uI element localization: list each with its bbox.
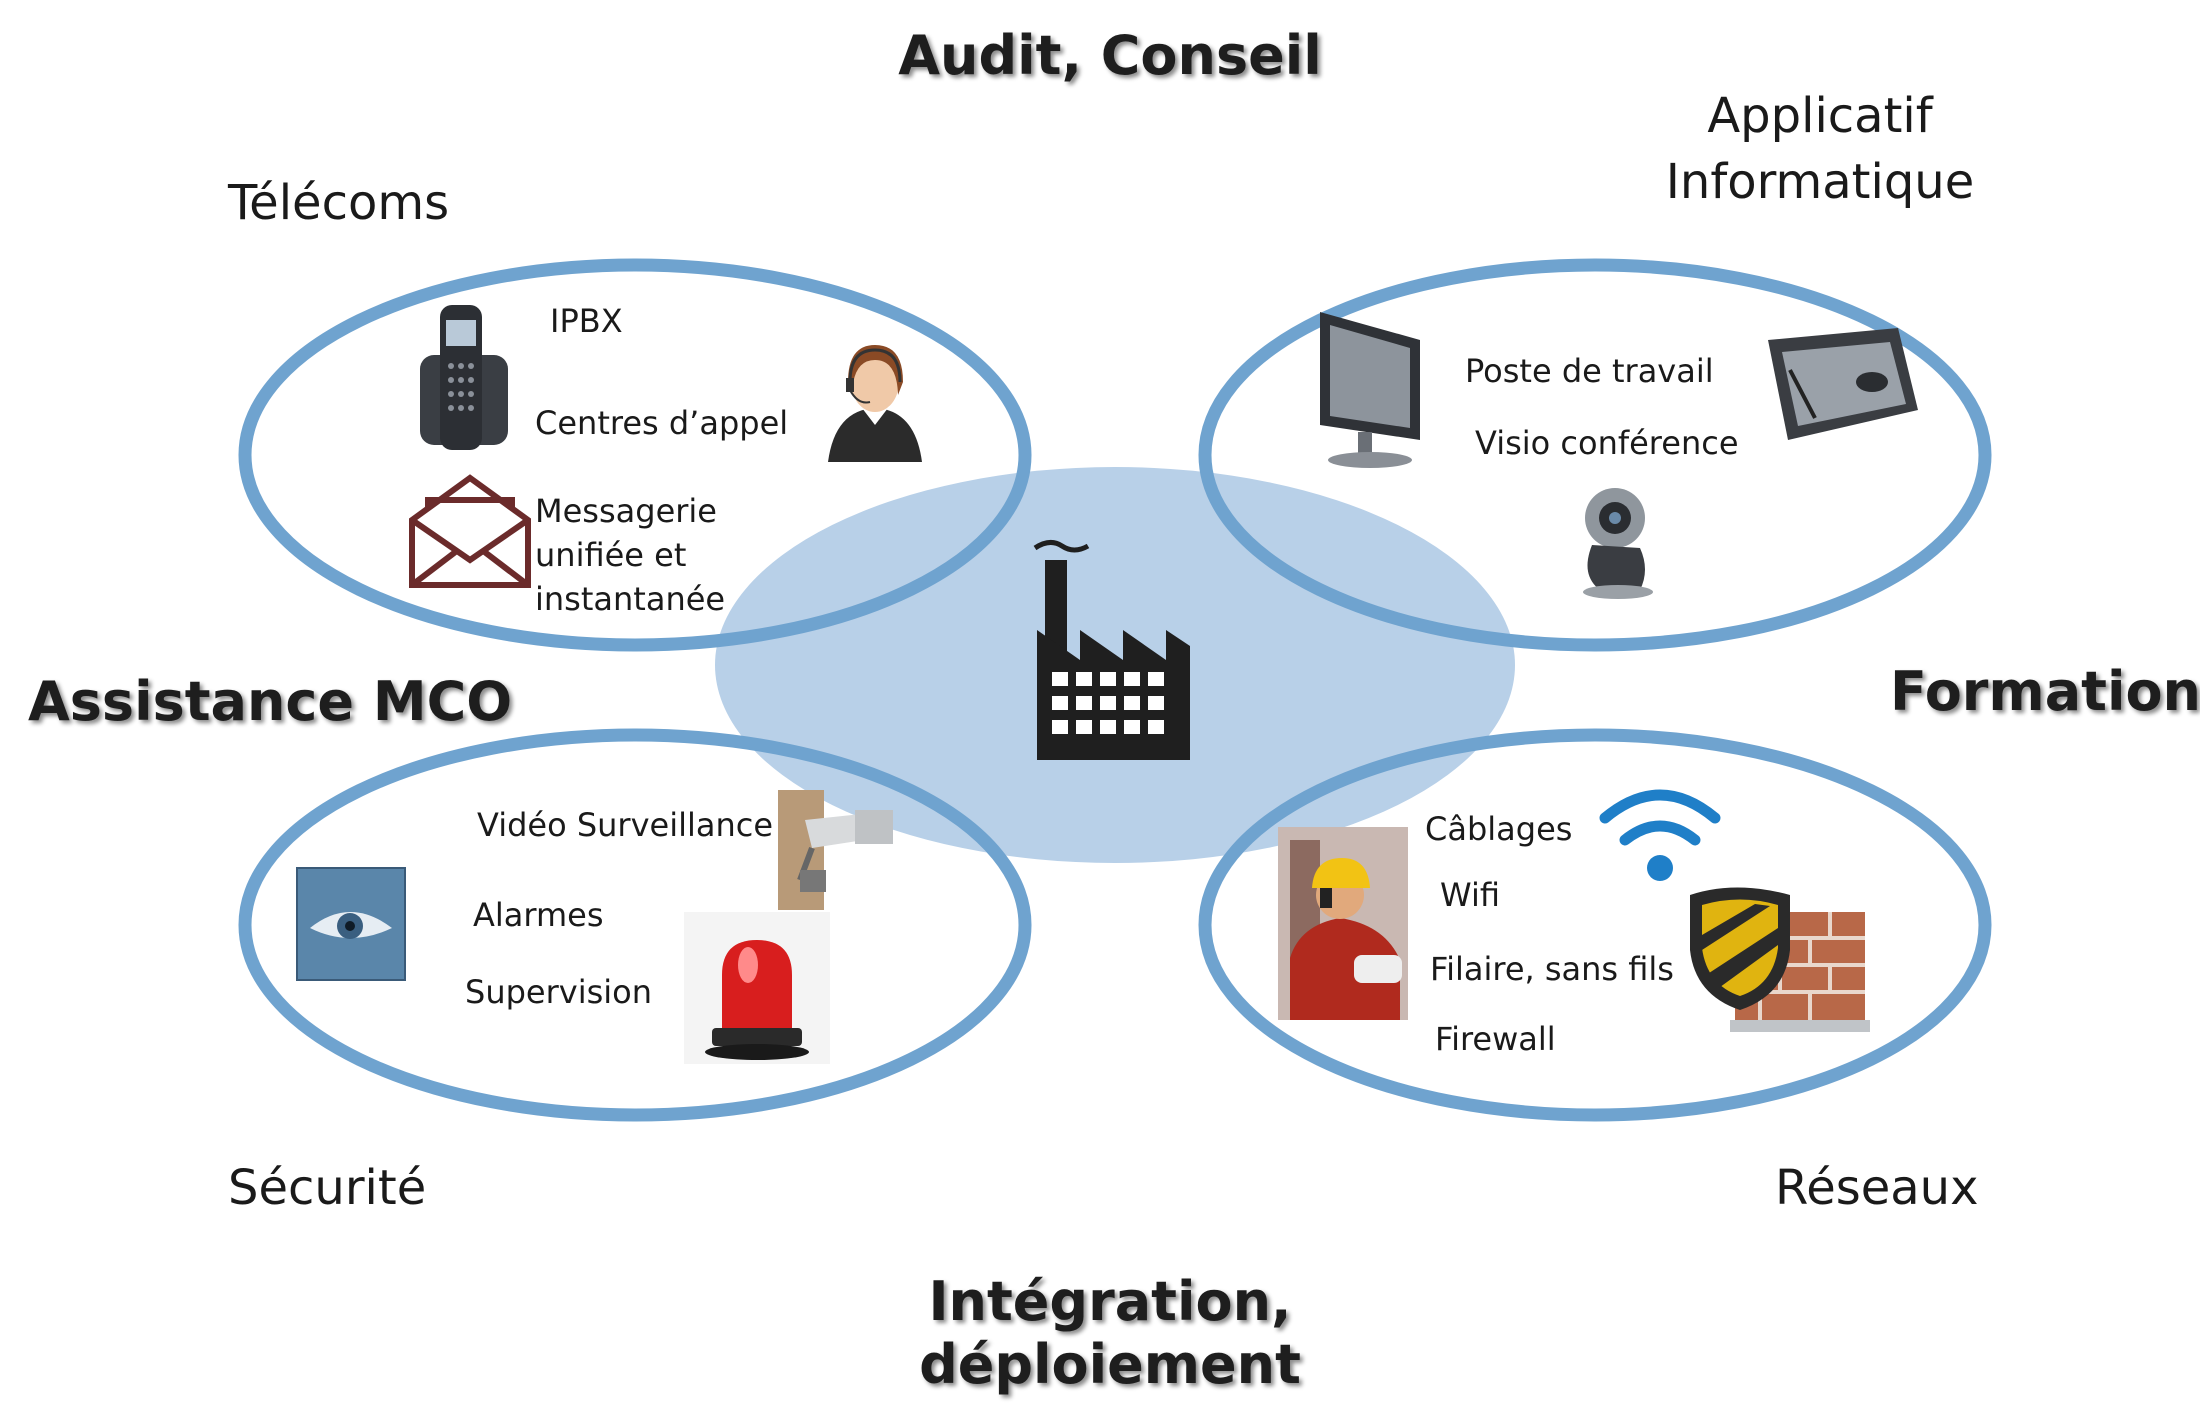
ring-telecoms [238,258,1032,652]
alarm-beacon-icon [684,912,830,1064]
title-applicatif-line2: Informatique [1665,154,1975,210]
ring-reseaux [1198,728,1992,1122]
envelope-icon [409,474,531,588]
item-filaire: Filaire, sans fils [1430,950,1674,988]
item-visio-conference: Visio conférence [1475,424,1739,462]
factory-icon [1033,540,1190,760]
ring-applicatif [1198,258,1992,652]
ring-securite [238,728,1032,1122]
service-formation: Formation [1890,660,2200,723]
item-messagerie-line1: Messagerie [535,492,717,530]
title-applicatif-line1: Applicatif [1707,88,1933,144]
item-supervision: Supervision [465,973,652,1011]
webcam-icon [1583,488,1653,599]
title-securite: Sécurité [228,1160,427,1216]
item-ipbx: IPBX [550,302,623,340]
cordless-phone-icon [420,305,508,450]
item-messagerie-line2: unifiée et [535,536,687,574]
monitor-icon [1320,312,1420,468]
item-video-surveillance: Vidéo Surveillance [477,806,774,844]
item-alarmes: Alarmes [473,896,604,934]
cctv-camera-icon [778,790,893,910]
worker-icon [1278,827,1408,1020]
item-wifi: Wifi [1440,876,1500,914]
title-telecoms: Télécoms [228,175,450,231]
shield-icon [1690,887,1790,1010]
item-messagerie-line3: instantanée [535,580,726,618]
service-assistance-mco: Assistance MCO [28,670,513,733]
service-integration-line2: déploiement [919,1333,1301,1396]
service-integration-line1: Intégration, [928,1270,1292,1333]
eye-icon [296,867,406,981]
headset-operator-icon [828,345,922,462]
item-poste-travail: Poste de travail [1465,352,1714,390]
service-audit-conseil: Audit, Conseil [898,24,1322,87]
graphics-tablet-icon [1768,328,1918,440]
item-firewall: Firewall [1435,1020,1556,1058]
item-cablages: Câblages [1425,810,1573,848]
wifi-icon [1599,789,1721,881]
title-reseaux: Réseaux [1775,1160,1979,1216]
item-centres-appel: Centres d’appel [535,404,789,442]
